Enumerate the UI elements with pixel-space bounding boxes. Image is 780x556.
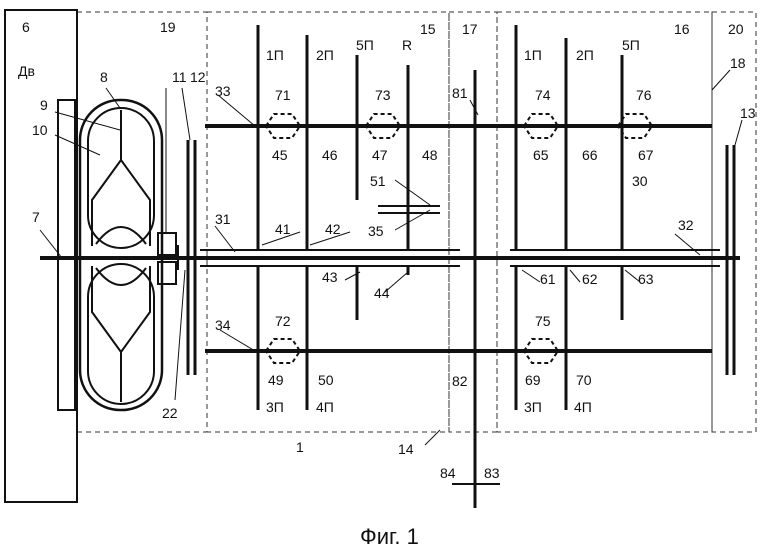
ref-76: 76 [636,87,652,103]
ref-33: 33 [215,83,231,99]
gear-2p-left-label: 2П [316,47,334,63]
ref-81: 81 [452,85,468,101]
ref-48: 48 [422,147,438,163]
ref-51: 51 [370,173,386,189]
ref-34: 34 [215,317,231,333]
ref-12: 12 [190,69,206,85]
ref-84: 84 [440,465,456,481]
shafts [40,70,740,508]
ref-22: 22 [162,405,178,421]
torque-converter [80,100,178,410]
gear-4p-right-label: 4П [574,399,592,415]
engine-label: Дв [18,63,35,79]
gear-3p-left-label: 3П [266,399,284,415]
ref-61: 61 [540,271,556,287]
ref-62: 62 [582,271,598,287]
ref-70: 70 [576,372,592,388]
reverse-label: R [402,37,412,53]
pump-blade-upper [92,110,150,246]
ref-15: 15 [420,21,436,37]
ref-31: 31 [215,211,231,227]
ref-11: 11 [172,69,187,85]
ref-72: 72 [275,313,291,329]
ref-63: 63 [638,271,654,287]
gear-3p-right-label: 3П [524,399,542,415]
lockup-clutch-upper [158,233,176,255]
ref-71: 71 [275,87,291,103]
ref-45: 45 [272,147,288,163]
ref-69: 69 [525,372,541,388]
ref-41: 41 [275,221,291,237]
ref-10: 10 [32,122,48,138]
ref-47: 47 [372,147,388,163]
ref-9: 9 [40,97,48,113]
ref-16: 16 [674,21,690,37]
turbine-lower [96,268,146,285]
ref-18: 18 [730,55,746,71]
ref-44: 44 [374,285,390,301]
ref-14: 14 [398,441,414,457]
ref-17: 17 [462,21,478,37]
gear-5p-label: 5П [356,37,374,53]
ref-46: 46 [322,147,338,163]
ref-73: 73 [375,87,391,103]
ref-49: 49 [268,372,284,388]
ref-65: 65 [533,147,549,163]
ref-42: 42 [325,221,341,237]
ref-13: 13 [740,105,756,121]
gear-1p-left-label: 1П [266,47,284,63]
gear-2p-right-label: 2П [576,47,594,63]
ref-7: 7 [32,209,40,225]
ref-83: 83 [484,465,500,481]
ref-50: 50 [318,372,334,388]
ref-35: 35 [368,223,384,239]
ref-66: 66 [582,147,598,163]
transfer-housing-outline [449,12,497,432]
ref-43: 43 [322,269,338,285]
gear-5p-right-label: 5П [622,37,640,53]
ref-20: 20 [728,21,744,37]
ref-74: 74 [535,87,551,103]
pump-blade-lower [92,266,150,402]
ref-8: 8 [100,69,108,85]
ref-67: 67 [638,147,654,163]
lockup-clutch-lower [158,262,176,284]
ref-32: 32 [678,217,694,233]
ref-6: 6 [22,19,30,35]
engine-flywheel [58,100,75,410]
ref-75: 75 [535,313,551,329]
gear-4p-left-label: 4П [316,399,334,415]
turbine-upper [96,227,146,244]
ref-19: 19 [160,19,176,35]
ref-82: 82 [452,373,468,389]
gear-1p-right-label: 1П [524,47,542,63]
ref-1: 1 [296,439,304,455]
ref-30: 30 [632,173,648,189]
figure-caption: Фиг. 1 [360,524,419,549]
